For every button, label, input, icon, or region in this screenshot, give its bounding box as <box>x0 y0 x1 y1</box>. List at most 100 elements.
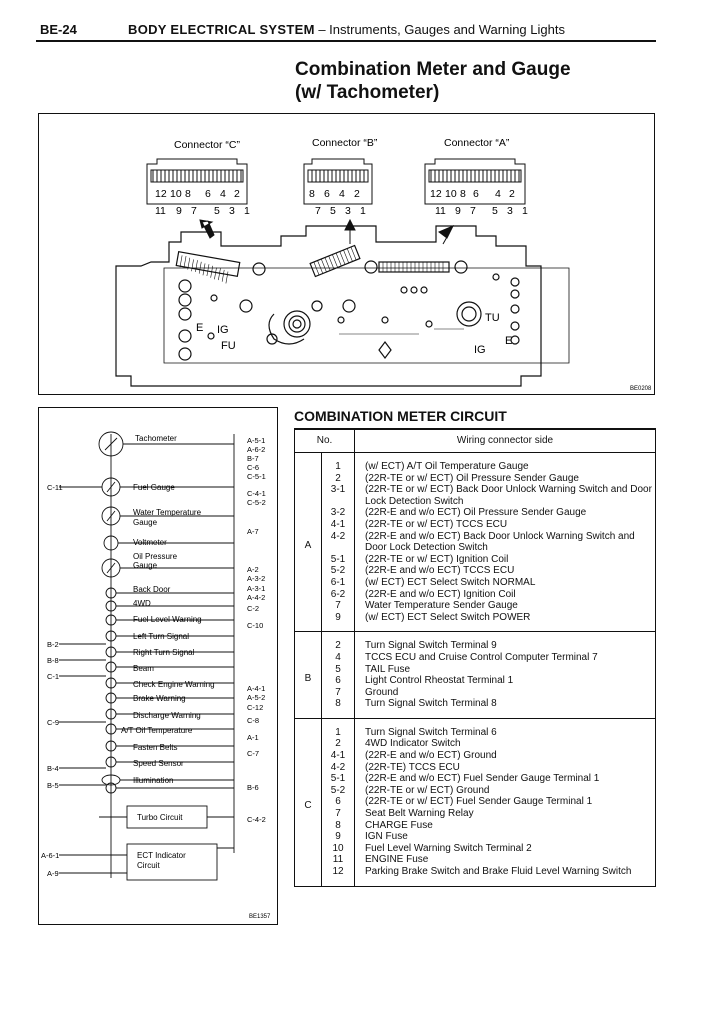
terminal-number-cell: 3-2 <box>321 507 355 519</box>
conn-c-pin: 11 <box>155 205 166 217</box>
terminal-number-cell: 1 <box>321 452 355 473</box>
terminal-number-cell: 6-1 <box>321 576 355 589</box>
wiring-description-cell: (22R-TE or w/ ECT) Fuel Sender Gauge Ter… <box>365 796 593 808</box>
term-a-9: A-9 <box>47 869 59 878</box>
terminal-number-cell: 3-1 <box>321 484 355 508</box>
conn-a-pin: 2 <box>509 188 515 200</box>
wiring-description-cell: Turn Signal Switch Terminal 6 <box>365 726 497 738</box>
col-desc-header: Wiring connector side <box>354 429 656 453</box>
subsection-name: – Instruments, Gauges and Warning Lights <box>314 22 565 37</box>
connector-c-label: Connector “C” <box>174 139 240 151</box>
terminal-number-cell: 11 <box>321 854 355 866</box>
term-c-4-2: C-4-2 <box>247 815 266 824</box>
group-cell: C <box>294 718 322 887</box>
conn-b-pin: 1 <box>360 205 366 217</box>
terminal-number-cell: 2 <box>321 631 355 652</box>
wiring-description-cell: (22R-E and w/o ECT) Fuel Sender Gauge Te… <box>365 773 600 785</box>
term-b-8: B-8 <box>47 656 59 665</box>
term-a-1: A-1 <box>247 733 259 742</box>
wiring-description-cell: (22R-TE or w/ ECT) TCCS ECU <box>365 518 508 530</box>
wiring-description-cell: Fuel Level Warning Switch Terminal 2 <box>365 842 532 854</box>
wiring-description-cell: (22R-TE or w/ ECT) Ignition Coil <box>365 553 509 565</box>
label-tachometer: Tachometer <box>135 434 177 443</box>
conn-c-pin: 3 <box>229 205 235 217</box>
term-a-6-1: A-6-1 <box>41 851 59 860</box>
circuit-title: COMBINATION METER CIRCUIT <box>294 408 507 424</box>
table-row: 5-2(22R-TE or w/ ECT) Ground <box>295 784 656 797</box>
wiring-description-cell: Ground <box>365 686 399 698</box>
connector-arrows <box>199 218 455 245</box>
connector-a-drawing <box>424 158 526 205</box>
meter-body <box>115 225 570 387</box>
wiring-description-cell: Water Temperature Sender Gauge <box>365 600 518 612</box>
term-c-2: C-2 <box>247 604 259 613</box>
conn-c-pin: 12 <box>155 188 167 200</box>
page-title-line1: Combination Meter and Gauge <box>295 59 571 80</box>
term-b-5: B-5 <box>47 781 59 790</box>
label-beam: Beam <box>133 664 154 673</box>
conn-a-pin: 4 <box>495 188 501 200</box>
terminal-number-cell: 8 <box>321 819 355 832</box>
term-a-4-1: A-4-1 <box>247 684 265 693</box>
terminal-tu: TU <box>485 312 500 324</box>
term-a-5-2: A-5-2 <box>247 693 265 702</box>
figure2-code: BE1357 <box>249 914 271 920</box>
connector-b-pins: 8 6 4 2 7 5 3 1 <box>309 188 366 217</box>
conn-a-pin: 8 <box>460 188 466 200</box>
conn-b-pin: 3 <box>345 205 351 217</box>
table-row: 10 Fuel Level Warning Switch Terminal 2 <box>295 842 656 855</box>
wiring-description-cell: (22R-E and w/o ECT) Ignition Coil <box>365 588 516 600</box>
wiring-description-cell: (22R-TE) TCCS ECU <box>365 761 460 773</box>
connector-b-label: Connector “B” <box>312 137 378 149</box>
terminal-ig-left: IG <box>217 324 229 336</box>
terminal-number-cell: 4 <box>321 651 355 664</box>
conn-c-pin: 2 <box>234 188 240 200</box>
table-row: 7 Seat Belt Warning Relay <box>295 808 656 820</box>
term-a-2: A-2 <box>247 565 259 574</box>
label-at-oil-temp: A/T Oil Temperature <box>121 726 193 735</box>
label-brake-warning: Brake Warning <box>133 694 186 703</box>
term-c-4-1: C-4-1 <box>247 489 266 498</box>
terminal-number-cell: 5-1 <box>321 553 355 566</box>
conn-b-pin: 8 <box>309 188 315 200</box>
conn-a-pin: 11 <box>435 205 446 217</box>
conn-a-pin: 9 <box>455 205 461 217</box>
terminal-number-cell: 7 <box>321 808 355 820</box>
conn-a-pin: 5 <box>492 205 498 217</box>
wiring-description-cell: (22R-E and w/o ECT) Back Door Unlock War… <box>365 530 635 554</box>
wiring-description-cell: CHARGE Fuse <box>365 819 433 831</box>
conn-c-pin: 6 <box>205 188 211 200</box>
meter-back-drawing: Connector “C” Connector “B” Connector “A… <box>115 137 652 392</box>
group-cell: B <box>294 631 322 719</box>
term-b-2: B-2 <box>47 640 59 649</box>
conn-b-pin: 4 <box>339 188 345 200</box>
term-b-6: B-6 <box>247 783 259 792</box>
terminal-number-cell: 10 <box>321 842 355 855</box>
wiring-description-cell: Seat Belt Warning Relay <box>365 808 474 820</box>
terminal-number-cell: 6-2 <box>321 588 355 601</box>
table-row: 6-2 (22R-E and w/o ECT) Ignition Coil <box>295 588 656 601</box>
section-title: BODY ELECTRICAL SYSTEM – Instruments, Ga… <box>128 22 565 37</box>
terminal-number-cell: 6 <box>321 675 355 687</box>
wiring-description-cell: (22R-E and w/o ECT) TCCS ECU <box>365 565 515 577</box>
term-a-4-2: A-4-2 <box>247 593 265 602</box>
conn-b-pin: 5 <box>330 205 336 217</box>
connector-c-drawing <box>146 158 248 205</box>
conn-c-pin: 9 <box>176 205 182 217</box>
label-right-turn: Right Turn Signal <box>133 648 195 657</box>
label-fuel-gauge: Fuel Gauge <box>133 483 175 492</box>
wiring-description-cell: (22R-TE or w/ ECT) Back Door Unlock Warn… <box>365 484 652 507</box>
conn-b-pin: 7 <box>315 205 321 217</box>
circuit-lines <box>59 431 235 881</box>
label-voltmeter: Voltmeter <box>133 538 167 547</box>
circuit-diagram: Tachometer Fuel Gauge Water Temperature … <box>41 431 271 920</box>
circuit-figure: Tachometer Fuel Gauge Water Temperature … <box>38 407 278 925</box>
table-row: 5-1 (22R-TE or w/ ECT) Ignition Coil <box>295 553 656 566</box>
label-oil-pressure: Oil Pressure <box>133 552 178 561</box>
group-cell: A <box>294 452 322 633</box>
table-row: 4-1(22R-TE or w/ ECT) TCCS ECU <box>295 518 656 531</box>
